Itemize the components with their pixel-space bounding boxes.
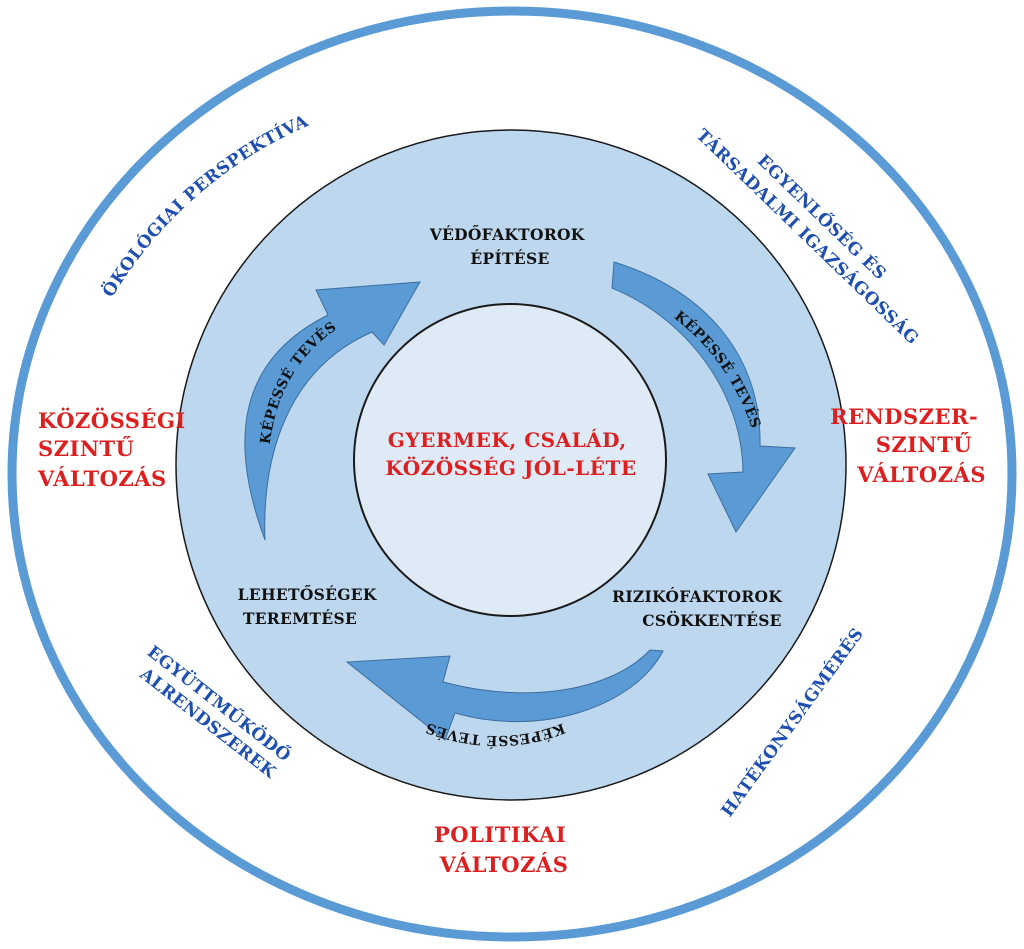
arrow-top-right (611, 261, 796, 533)
inner-circle (353, 303, 667, 617)
label-lehetosegek: LEHETŐSÉGEK TEREMTÉSE (238, 585, 383, 628)
center-title: GYERMEK, CSALÁD, KÖZÖSSÉG JÓL-LÉTE (385, 428, 636, 480)
label-kozossegi-valtozas: KÖZÖSSÉGI SZINTŰ VÁLTOZÁS (37, 408, 194, 491)
arrow-left (244, 281, 421, 541)
label-vedofaktorok: VÉDŐFAKTOROK ÉPÍTÉSE (429, 225, 591, 268)
label-rendszer-valtozas: RENDSZER- SZINTŰ VÁLTOZÁS (830, 404, 986, 487)
arrow-bottom (345, 649, 664, 741)
label-politikai-valtozas: POLITIKAI VÁLTOZÁS (434, 822, 574, 877)
label-rizikofaktorok: RIZIKÓFAKTOROK CSÖKKENTÉSE (612, 587, 788, 630)
